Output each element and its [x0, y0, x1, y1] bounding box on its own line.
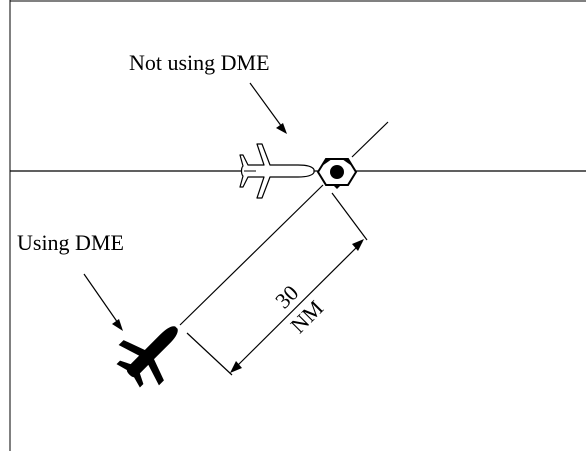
dimension-extension-station [331, 192, 368, 241]
using-dme-label: Using DME [17, 230, 124, 255]
vor-dme-station-icon [316, 158, 358, 189]
dimension-line [231, 241, 363, 372]
radial-line-lower [179, 184, 324, 326]
airplane-outline-icon [239, 143, 315, 199]
using-dme-arrow [83, 273, 123, 331]
radial-line-upper [351, 121, 389, 158]
not-using-dme-label: Not using DME [129, 50, 270, 75]
airplane-solid-icon [116, 326, 178, 388]
dimension-arrowhead-upper [352, 239, 364, 251]
dimension-arrowhead-lower [230, 361, 242, 373]
not-using-dme-arrow [249, 82, 287, 134]
dimension-extension-aircraft [186, 332, 233, 376]
distance-dimension [186, 192, 368, 376]
